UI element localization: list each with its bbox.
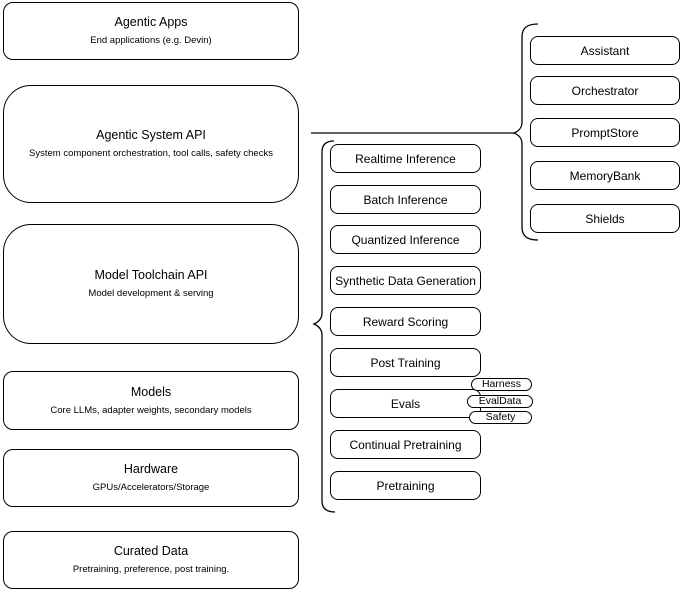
node-label: Realtime Inference xyxy=(355,151,456,166)
layer-subtitle: End applications (e.g. Devin) xyxy=(90,35,212,47)
layer-title: Model Toolchain API xyxy=(94,268,208,283)
tag-label: EvalData xyxy=(478,395,522,408)
layer-title: Agentic Apps xyxy=(114,15,188,30)
layer-agentic-apps: Agentic Apps End applications (e.g. Devi… xyxy=(3,2,299,60)
layer-subtitle: Core LLMs, adapter weights, secondary mo… xyxy=(50,404,252,416)
toolchain-node-batch-inference: Batch Inference xyxy=(330,185,481,214)
node-label: Synthetic Data Generation xyxy=(335,273,476,288)
system-node-memorybank: MemoryBank xyxy=(530,161,680,190)
layer-curated-data: Curated Data Pretraining, preference, po… xyxy=(3,531,299,589)
layer-subtitle: Pretraining, preference, post training. xyxy=(72,564,230,576)
node-label: Shields xyxy=(585,211,625,226)
node-label: Post Training xyxy=(370,355,441,370)
layer-hardware: Hardware GPUs/Accelerators/Storage xyxy=(3,449,299,507)
layer-subtitle: GPUs/Accelerators/Storage xyxy=(92,482,210,494)
layer-model-toolchain-api: Model Toolchain API Model development & … xyxy=(3,224,299,344)
toolchain-node-post-training: Post Training xyxy=(330,348,481,377)
layer-title: Hardware xyxy=(123,462,179,477)
evals-tag-safety: Safety xyxy=(469,411,532,424)
node-label: Orchestrator xyxy=(571,83,639,98)
evals-tag-harness: Harness xyxy=(471,378,532,391)
toolchain-node-continual-pretraining: Continual Pretraining xyxy=(330,430,481,459)
toolchain-node-synthetic-data-generation: Synthetic Data Generation xyxy=(330,266,481,295)
layer-title: Agentic System API xyxy=(96,128,206,143)
system-node-orchestrator: Orchestrator xyxy=(530,76,680,105)
node-label: Assistant xyxy=(580,43,630,58)
system-node-assistant: Assistant xyxy=(530,36,680,65)
layer-title: Models xyxy=(130,384,172,399)
layer-models: Models Core LLMs, adapter weights, secon… xyxy=(3,371,299,430)
layer-subtitle: System component orchestration, tool cal… xyxy=(29,148,273,160)
node-label: Batch Inference xyxy=(363,192,448,207)
toolchain-node-reward-scoring: Reward Scoring xyxy=(330,307,481,336)
node-label: Continual Pretraining xyxy=(349,437,462,452)
system-node-promptstore: PromptStore xyxy=(530,118,680,147)
toolchain-node-quantized-inference: Quantized Inference xyxy=(330,225,481,254)
node-label: Quantized Inference xyxy=(351,232,460,247)
system-components-bracket xyxy=(512,23,539,241)
evals-tag-evaldata: EvalData xyxy=(467,395,533,408)
layer-subtitle: Model development & serving xyxy=(88,288,214,300)
tag-label: Harness xyxy=(481,378,522,391)
tag-label: Safety xyxy=(485,411,516,424)
toolchain-node-pretraining: Pretraining xyxy=(330,471,481,500)
node-label: Pretraining xyxy=(376,478,435,493)
toolchain-node-evals: Evals xyxy=(330,389,481,418)
node-label: PromptStore xyxy=(571,125,639,140)
layer-title: Curated Data xyxy=(113,544,189,559)
layer-agentic-system-api: Agentic System API System component orch… xyxy=(3,85,299,203)
toolchain-components-bracket xyxy=(312,140,336,513)
node-label: MemoryBank xyxy=(569,168,641,183)
toolchain-node-realtime-inference: Realtime Inference xyxy=(330,144,481,173)
node-label: Evals xyxy=(390,396,421,411)
system-node-shields: Shields xyxy=(530,204,680,233)
node-label: Reward Scoring xyxy=(362,314,449,329)
